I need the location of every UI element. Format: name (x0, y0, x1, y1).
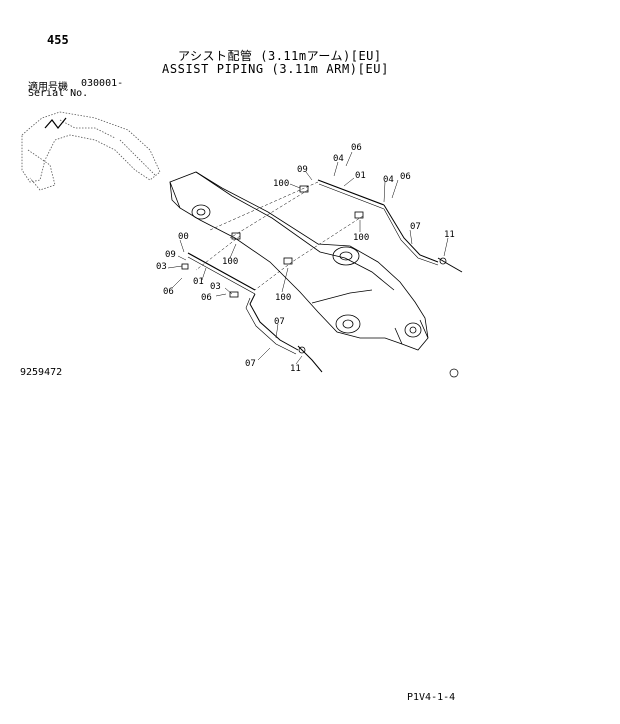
part-label: 06 (163, 287, 174, 297)
serial-value: 030001- (81, 78, 124, 89)
part-label: 01 (355, 171, 366, 181)
part-label: 100 (273, 179, 289, 189)
part-label: 04 (383, 175, 394, 185)
serial-label-english: Serial No. (28, 88, 89, 99)
part-label: 100 (353, 233, 369, 243)
stamp-mark (449, 368, 459, 378)
part-label: 100 (222, 257, 238, 267)
part-label: 07 (274, 317, 285, 327)
part-labels: 06 04 09 100 01 04 06 100 07 11 00 09 03… (156, 143, 455, 374)
part-label: 03 (210, 282, 221, 292)
drawing-number: 9259472 (20, 367, 63, 378)
part-label: 06 (201, 293, 212, 303)
overview-highlight (44, 117, 67, 129)
label-leaders (167, 151, 449, 365)
part-label: 06 (400, 172, 411, 182)
title-japanese: アシスト配管 (3.11mアーム)[EU] (178, 49, 382, 63)
part-label: 03 (156, 262, 167, 272)
part-label: 09 (297, 165, 308, 175)
serial-label-japanese: 適用号機 (28, 82, 68, 93)
part-label: 01 (193, 277, 204, 287)
part-label: 11 (290, 364, 301, 374)
lower-pipe (181, 232, 323, 373)
upper-pipe (299, 179, 463, 273)
leader-lines (195, 181, 364, 291)
title-english: ASSIST PIPING (3.11m ARM)[EU] (162, 62, 389, 76)
part-label: 100 (275, 293, 291, 303)
part-label: 09 (165, 250, 176, 260)
excavator-overview-sketch (21, 111, 161, 191)
footer-code: P1V4-1-4 (407, 692, 456, 703)
part-label: 11 (444, 230, 455, 240)
arm-body (169, 171, 429, 351)
part-label: 00 (178, 232, 189, 242)
part-label: 07 (410, 222, 421, 232)
page-number: 455 (47, 33, 69, 47)
part-label: 04 (333, 154, 344, 164)
part-label: 06 (351, 143, 362, 153)
part-label: 07 (245, 359, 256, 369)
